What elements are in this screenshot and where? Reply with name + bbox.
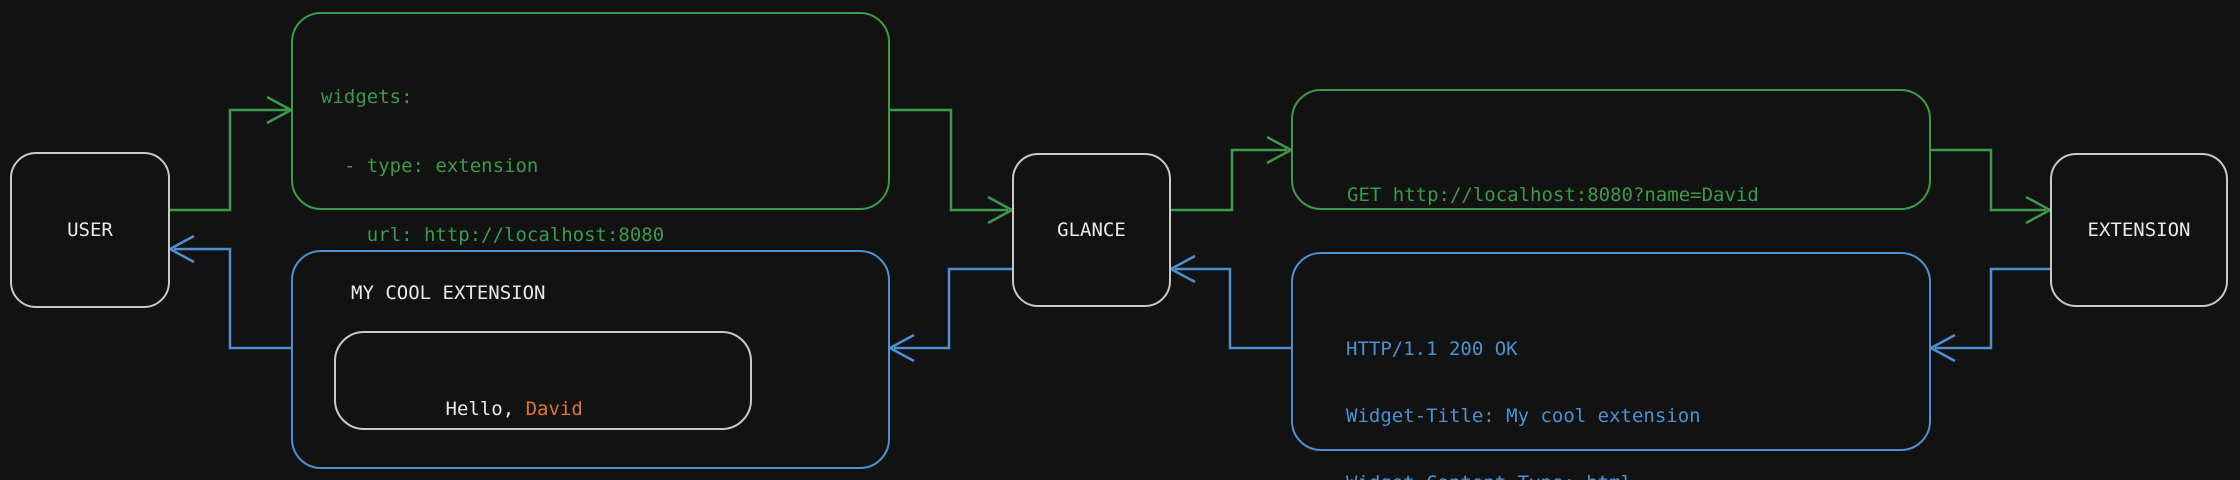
extension-node: EXTENSION (2050, 153, 2228, 307)
glance-node: GLANCE (1012, 153, 1171, 307)
arrow-user-to-config (170, 95, 294, 212)
extension-node-label: EXTENSION (2087, 219, 2191, 241)
greeting-prefix: Hello, (445, 398, 526, 420)
response-line: HTTP/1.1 200 OK (1346, 338, 1518, 360)
http-request-box: GET http://localhost:8080?name=David (1291, 89, 1931, 210)
config-line: url: http://localhost:8080 (321, 224, 665, 246)
widget-inner-card: Hello, David (334, 331, 752, 430)
http-response-code: HTTP/1.1 200 OK Widget-Title: My cool ex… (1346, 294, 1884, 480)
greeting-name: David (525, 398, 583, 420)
arrow-glance-to-request (1171, 135, 1294, 212)
config-yaml-box: widgets: - type: extension url: http://l… (291, 12, 890, 453)
user-node-label: USER (67, 219, 113, 241)
arrow-extension-to-response (1928, 267, 2050, 363)
request-line: GET http://localhost:8080?name=David (1347, 184, 1759, 206)
config-line: widgets: (321, 86, 413, 108)
widget-preview-title: MY COOL EXTENSION (351, 282, 546, 304)
arrow-widget-to-user (167, 234, 291, 350)
user-node: USER (10, 152, 170, 308)
config-line: - type: extension (321, 155, 539, 177)
arrow-response-to-glance (1168, 254, 1291, 350)
arrow-config-to-glance (890, 108, 1015, 225)
arrow-glance-to-widget (887, 267, 1012, 363)
response-line: Widget-Title: My cool extension (1346, 405, 1701, 427)
arrow-request-to-extension (1931, 148, 2053, 225)
glance-node-label: GLANCE (1057, 219, 1126, 241)
widget-greeting: Hello, David (354, 372, 583, 420)
http-request-code: GET http://localhost:8080?name=David (1347, 139, 1759, 252)
widget-preview-box: MY COOL EXTENSION Hello, David (291, 250, 890, 469)
http-response-box: HTTP/1.1 200 OK Widget-Title: My cool ex… (1291, 252, 1931, 480)
response-line: Widget-Content-Type: html (1346, 472, 1884, 480)
